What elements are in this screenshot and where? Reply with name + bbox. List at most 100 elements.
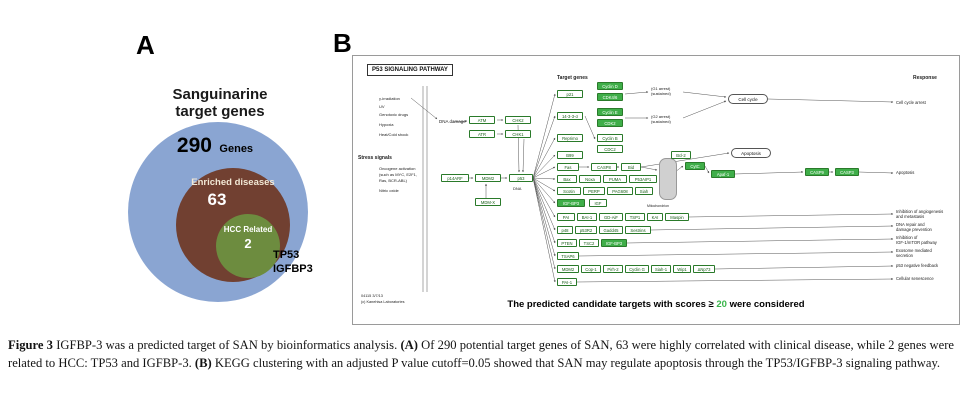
gene-box-siah-1: Siah-1 (651, 265, 671, 273)
gene-box-14-3-3-σ: 14-3-3-σ (557, 112, 583, 120)
gene-box-bax: Bax (557, 175, 577, 183)
gene-box-scotin: Scotin (557, 187, 581, 195)
pathway-text: UV (379, 104, 385, 109)
gene-box-pag608: PAG608 (607, 187, 633, 195)
caption-bold-segment: (B) (194, 355, 212, 370)
pathway-text: Response (913, 75, 937, 81)
gene-box-p53r2: p53R2 (575, 226, 597, 234)
response-label: Apoptosis (896, 170, 915, 175)
gene-box-chk2: CHK2 (505, 116, 531, 124)
middle-circle-count: 63 (207, 190, 227, 209)
note-pre: The predicted candidate targets with sco… (507, 299, 717, 310)
gene-box-p21: p21 (557, 90, 583, 98)
gene-box-mdm2: MDM2 (475, 174, 501, 182)
gene-box-cyclin e: Cyclin E (597, 108, 623, 116)
gene-box-bai-1: BAI-1 (577, 213, 597, 221)
gene-box-bid: Bid (621, 163, 641, 171)
venn-title: Sanguinarine target genes (172, 86, 268, 121)
gene-box-cdc2: CDC2 (597, 145, 623, 153)
gene-box-sestrins: Sestrins (625, 226, 651, 234)
gene-igfbp3: IGFBP3 (273, 262, 313, 275)
response-label: Inhibition of IGF-1/mTOR pathway (896, 235, 937, 246)
gene-box-p14arf: p14ARF (441, 174, 469, 182)
gene-box-casp9: CASP9 (805, 168, 829, 176)
gene-box-pai: PAI (557, 213, 575, 221)
response-label: DNA repair and damage prevention (896, 222, 932, 233)
pathway-text: 04115 3/7/13 (361, 294, 383, 298)
gene-box-cytc: CytC (685, 162, 705, 170)
pathway-text: (G1 arrest) (sustained) (651, 86, 671, 96)
hcc-gene-callout: TP53 IGFBP3 (273, 249, 313, 277)
response-label: Cellular senescence (896, 276, 934, 281)
pathway-edges (410, 86, 894, 292)
response-label: Cell cycle arrest (896, 100, 926, 105)
gene-box-gadd45: Gadd45 (599, 226, 623, 234)
gene-box-bcl-2: Bcl-2 (671, 151, 691, 159)
panel-a-label: A (136, 30, 155, 60)
pathway-text: Ras, BCR-ABL) (379, 178, 408, 183)
kegg-pathway-title: P53 SIGNALING PATHWAY (367, 64, 453, 76)
gene-box-igf-bp3: IGF-BP3 (601, 239, 627, 247)
pathway-text: (c) Kanehisa Laboratories (361, 300, 405, 304)
gene-box-b99: B99 (557, 151, 583, 159)
pathway-text: (G2 arrest) (sustained) (651, 114, 671, 124)
caption-bold-segment: (A) (400, 338, 418, 352)
gene-box-mdm-x: MDM-X (475, 198, 501, 206)
gene-box-puma: PUMA (603, 175, 627, 183)
pathway-text: Genotoxic drugs (379, 112, 409, 117)
gene-box-igf-bp3: IGF-BP3 (557, 199, 585, 207)
gene-box-maspin: Maspin (665, 213, 689, 221)
gene-box-cyclin d: Cyclin D (597, 82, 623, 90)
gene-box-cyclin b: Cyclin B (597, 134, 623, 142)
gene-box-wip1: Wip1 (673, 265, 691, 273)
gene-box-casp8: CASP8 (591, 163, 617, 171)
inner-circle-label: HCC Related (223, 225, 273, 234)
gene-box-perp: PERP (583, 187, 605, 195)
gene-box-pirh-2: Pirh-2 (603, 265, 623, 273)
gene-box-reprimo: Reprimo (557, 134, 583, 142)
pathway-text: (such as MYC, E2F1, (379, 172, 418, 177)
gene-box-tsap6: TSAP6 (557, 252, 579, 260)
gene-box-chk1: CHK1 (505, 130, 531, 138)
gene-box-p53aip1: P53AIP1 (629, 175, 657, 183)
gene-box-tsp1: TSP1 (625, 213, 645, 221)
gene-box-tsc2: TSC2 (579, 239, 599, 247)
caption-segment: KEGG clustering with an adjusted P value… (211, 355, 941, 370)
gene-box-atm: ATM (469, 116, 495, 124)
note-highlight: 20 (716, 299, 727, 310)
response-label: Inhibition of angiogenesis and metastasi… (896, 209, 944, 220)
gene-tp53: TP53 (273, 249, 300, 261)
mitochondrion-shape (659, 158, 677, 200)
pathway-text: Heat/Cold shock (379, 132, 409, 137)
outer-circle-count: 290 Genes (140, 134, 290, 158)
inner-circle-count: 2 (244, 236, 252, 251)
gene-box-pai-1: PAI-1 (557, 278, 577, 286)
figure-caption: Figure 3 IGFBP-3 was a predicted target … (8, 337, 954, 372)
gene-box-noxa: Noxa (579, 175, 601, 183)
gene-box-cop-1: Cop-1 (581, 265, 601, 273)
pathway-text: Mitochondrion (647, 204, 669, 208)
outer-count-value: 290 (176, 134, 212, 157)
note-post: were considered (726, 299, 805, 310)
gene-box-fas: Fas (557, 163, 579, 171)
gene-box-kai: KAI (647, 213, 663, 221)
gene-box-igf: IGF (589, 199, 607, 207)
gene-box-p53: p53 (509, 174, 533, 182)
gene-box-gd-aif: GD-AiF (599, 213, 623, 221)
pathway-text: Nitric oxide (379, 188, 399, 193)
gene-box-atr: ATR (469, 130, 495, 138)
gene-box-casp3: CASP3 (835, 168, 859, 176)
gene-box-cdk2: CDK2 (597, 119, 623, 127)
pathway-text: DNA damage (439, 119, 466, 124)
caption-bold-segment: Figure 3 (8, 338, 57, 352)
gene-box-siah: Siah (635, 187, 653, 195)
pathway-text: Hypoxia (379, 122, 394, 127)
response-label: Exosome mediated secretion (896, 248, 932, 259)
pathway-text: Oncogene activation (379, 166, 416, 171)
gene-box-p48: p48 (557, 226, 573, 234)
gene-box-cdk4/6: CDK4/6 (597, 93, 623, 101)
outer-count-unit: Genes (219, 143, 254, 155)
caption-segment: Of 290 potential target genes of SAN, 63… (8, 338, 954, 370)
pathway-note: The predicted candidate targets with sco… (353, 299, 959, 310)
gene-box-cyclin g: Cyclin G (625, 265, 649, 273)
